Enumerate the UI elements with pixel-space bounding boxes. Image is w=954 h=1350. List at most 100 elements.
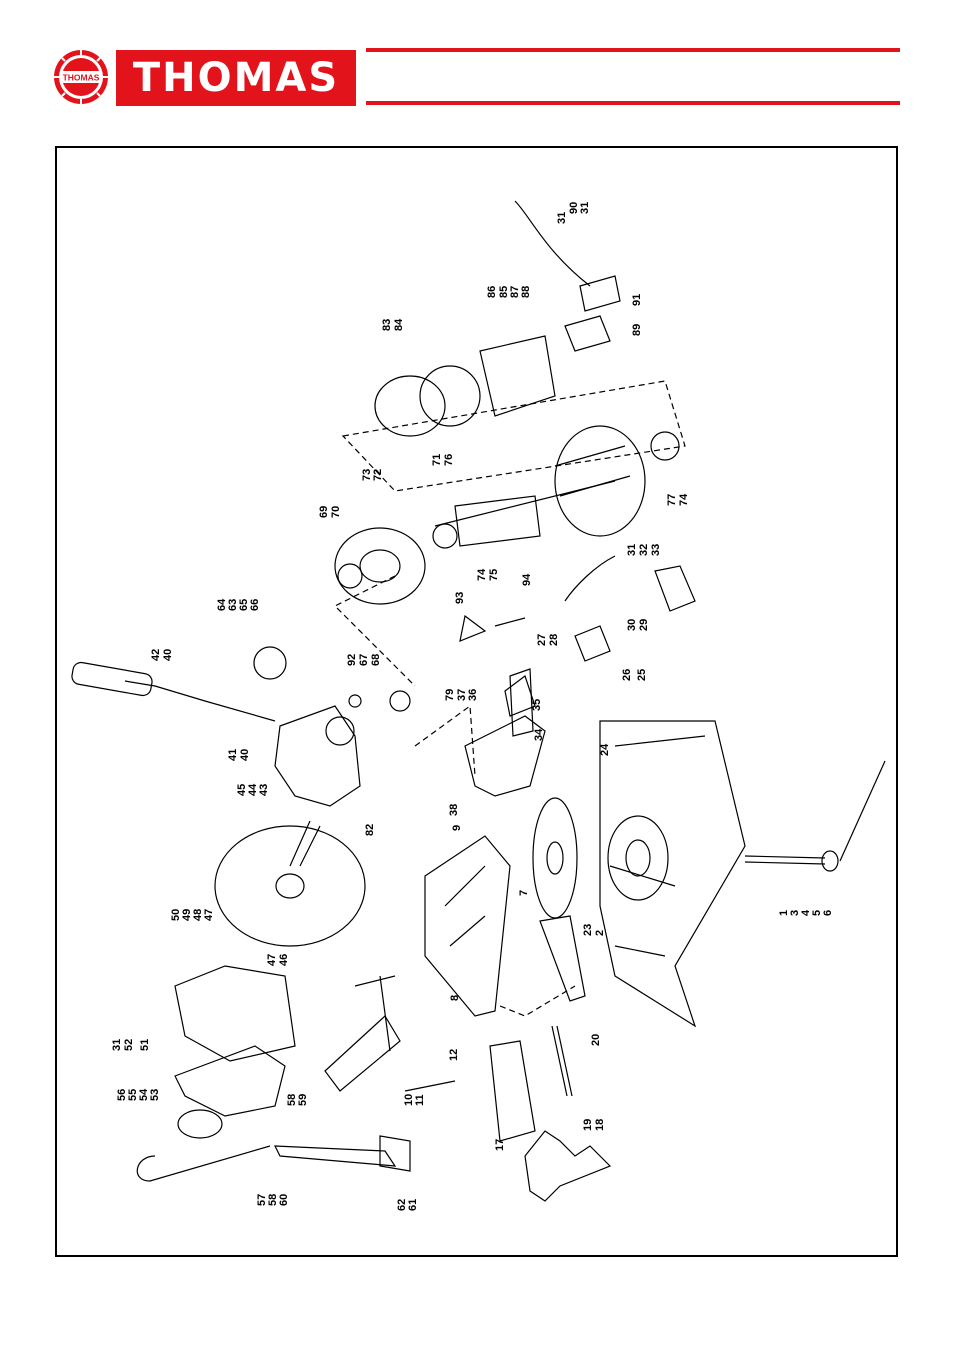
header-rule-bottom	[366, 101, 900, 105]
callout-7: 7	[518, 890, 530, 896]
callout-47b: 47	[266, 954, 278, 966]
callout-41: 41	[227, 749, 239, 761]
callout-66: 66	[249, 599, 261, 611]
callout-42: 42	[150, 649, 162, 661]
callout-84: 84	[393, 318, 405, 331]
lever-arm	[275, 1146, 395, 1166]
callout-32: 32	[638, 544, 650, 556]
vise-jaw	[490, 1041, 535, 1141]
switch-cable	[565, 556, 615, 601]
callout-33: 33	[650, 544, 662, 556]
vise-bed	[425, 836, 510, 1016]
turntable	[533, 798, 577, 918]
callout-46: 46	[278, 954, 290, 966]
callout-68: 68	[370, 654, 382, 666]
callout-60: 60	[278, 1194, 290, 1206]
callout-92: 92	[346, 654, 358, 666]
support-rod	[405, 1081, 455, 1091]
callout-69: 69	[318, 506, 330, 518]
callout-31: 31	[556, 212, 568, 224]
saw-blade	[215, 826, 365, 946]
callout-6: 6	[822, 910, 834, 916]
callout-2: 2	[594, 930, 606, 936]
spanner	[137, 1146, 270, 1181]
callout-86: 86	[486, 286, 498, 298]
callout-51: 51	[139, 1039, 151, 1051]
callout-18: 18	[594, 1119, 606, 1131]
callout-28: 28	[548, 634, 560, 646]
switch-housing	[575, 626, 610, 661]
callout-53: 53	[149, 1089, 161, 1101]
callout-9: 9	[451, 825, 463, 831]
callout-67: 67	[358, 654, 370, 666]
callout-31d: 31	[111, 1039, 123, 1051]
callout-25: 25	[636, 669, 648, 681]
callout-12: 12	[448, 1049, 460, 1061]
cable-clamp	[580, 276, 620, 311]
rear-housing	[480, 336, 555, 416]
callout-17: 17	[494, 1139, 506, 1151]
callout-82: 82	[364, 824, 376, 836]
callout-75: 75	[488, 569, 500, 581]
callout-40a: 40	[162, 649, 174, 661]
star-handle	[525, 1131, 610, 1201]
support-bracket	[325, 1016, 400, 1091]
thomas-seal-logo: THOMAS	[53, 49, 109, 105]
cooling-fan	[420, 366, 480, 426]
brand-wordmark: THOMAS	[116, 50, 356, 106]
callout-20: 20	[590, 1034, 602, 1046]
callout-61: 61	[407, 1199, 419, 1211]
rear-bearing	[651, 432, 679, 460]
callout-47a: 47	[203, 909, 215, 921]
callout-74a: 74	[476, 568, 488, 581]
callout-26: 26	[621, 669, 633, 681]
callout-8: 8	[449, 995, 461, 1001]
callout-52: 52	[123, 1039, 135, 1051]
callout-30: 30	[626, 619, 638, 631]
callout-36: 36	[467, 689, 479, 701]
operating-handle	[125, 681, 275, 721]
fan-cover	[375, 376, 445, 436]
base-plate	[600, 721, 745, 1026]
callout-35: 35	[531, 699, 543, 711]
header-rule-top	[366, 48, 900, 52]
callout-31b: 31	[579, 202, 591, 214]
callout-77: 77	[666, 494, 678, 506]
callout-89: 89	[631, 324, 643, 336]
callout-24: 24	[599, 743, 611, 756]
blade-shaft	[290, 821, 320, 866]
callout-83: 83	[381, 319, 393, 331]
callout-72: 72	[372, 469, 384, 481]
seal-text: THOMAS	[63, 73, 100, 83]
callout-40b: 40	[239, 749, 251, 761]
callout-38: 38	[448, 804, 460, 816]
callout-29: 29	[638, 619, 650, 631]
callout-70: 70	[330, 506, 342, 518]
switch-box	[565, 316, 610, 351]
stator	[555, 426, 645, 536]
front-bearing	[433, 524, 457, 548]
flange-bearing	[338, 564, 362, 588]
brand-name: THOMAS	[116, 50, 356, 106]
support-block	[540, 916, 585, 1001]
callout-91: 91	[631, 294, 643, 306]
motor-flange	[335, 528, 425, 604]
callout-76: 76	[443, 454, 455, 466]
cable-gland	[655, 566, 695, 611]
callout-19: 19	[582, 1119, 594, 1131]
callout-31c: 31	[626, 544, 638, 556]
turntable-hub	[608, 816, 668, 900]
callout-88: 88	[520, 286, 532, 298]
callout-27: 27	[536, 634, 548, 646]
callout-43: 43	[258, 784, 270, 796]
callout-11: 11	[414, 1094, 426, 1106]
callout-93: 93	[454, 592, 466, 604]
flat-key	[460, 616, 485, 641]
callout-94: 94	[521, 573, 533, 586]
page-header: THOMAS THOMAS	[0, 0, 954, 120]
callout-71: 71	[431, 454, 443, 466]
tension-spring	[495, 618, 525, 626]
gear-housing	[275, 706, 360, 806]
feed-screw	[552, 1026, 572, 1096]
